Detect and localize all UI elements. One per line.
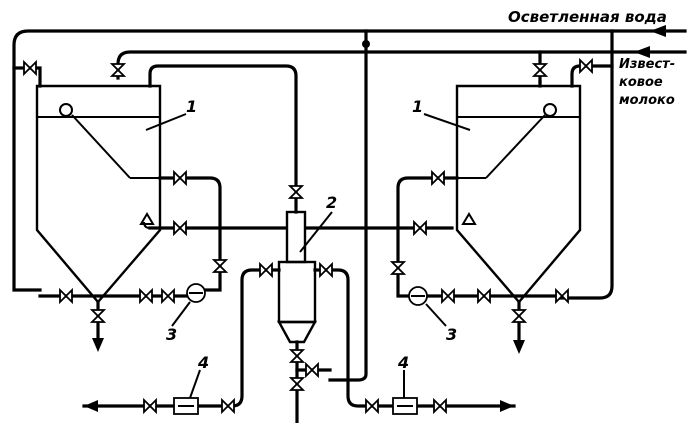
valve-icon: [305, 361, 319, 379]
callout-mixer: 2: [326, 193, 337, 212]
valve-icon: [161, 287, 175, 305]
valve-icon: [259, 261, 273, 279]
valve-icon: [288, 377, 306, 391]
callout-tank-right: 1: [412, 97, 423, 116]
valve-icon: [139, 287, 153, 305]
valve-icon: [319, 261, 333, 279]
callout-pump-left: 3: [166, 325, 177, 344]
pump-left: [186, 283, 206, 303]
pump-right: [408, 286, 428, 306]
meter-right: [392, 397, 418, 415]
valve-icon: [221, 397, 235, 415]
valve-icon: [531, 63, 549, 77]
valve-icon: [23, 59, 37, 77]
valve-icon: [288, 349, 306, 363]
valve-icon: [555, 287, 569, 305]
lime-milk-header: [116, 46, 687, 84]
pipe-left-top-vent: [12, 66, 42, 88]
meter-left: [173, 397, 199, 415]
valve-icon: [441, 287, 455, 305]
central-water-line: [328, 29, 368, 382]
tank-right: [455, 84, 582, 304]
valve-icon: [579, 57, 593, 75]
callout-leaders: [145, 113, 471, 399]
valve-icon: [477, 287, 491, 305]
clarified-water-header: [12, 25, 687, 300]
valve-icon: [510, 309, 528, 323]
label-lime-milk-2: ковое: [619, 75, 663, 90]
label-lime-milk-3: молоко: [619, 93, 675, 108]
valve-icon: [433, 397, 447, 415]
valve-icon: [109, 63, 127, 77]
callout-pump-right: 3: [446, 325, 457, 344]
mixer-feed-left: [82, 268, 281, 408]
valve-icon: [211, 259, 229, 273]
valve-icon: [389, 261, 407, 275]
mixer-feed-right: [313, 268, 516, 408]
callout-meter-right: 4: [397, 353, 409, 372]
callout-meter-left: 4: [197, 353, 209, 372]
valve-icon: [59, 287, 73, 305]
pipe-left-overflow: [148, 64, 298, 214]
left-sludge-line: [158, 176, 222, 292]
label-clarified-water: Осветленная вода: [508, 8, 667, 26]
valve-icon: [287, 185, 305, 199]
mixer: [276, 210, 333, 344]
right-sludge-line: [396, 176, 459, 298]
label-lime-milk-1: Извест-: [619, 57, 675, 72]
valve-icon: [431, 169, 445, 187]
valve-icon: [413, 219, 427, 237]
valve-icon: [173, 219, 187, 237]
valve-icon: [143, 397, 157, 415]
valve-icon: [89, 309, 107, 323]
valve-icon: [173, 169, 187, 187]
valve-icon: [365, 397, 379, 415]
valves: [23, 57, 593, 415]
callout-tank-left: 1: [186, 97, 197, 116]
tank-left: [35, 84, 162, 304]
